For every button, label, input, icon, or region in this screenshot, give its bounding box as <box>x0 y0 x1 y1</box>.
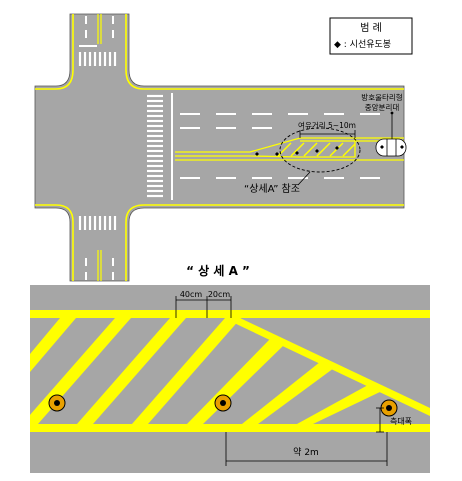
length-dimension <box>225 432 388 466</box>
detail-leader <box>297 171 311 186</box>
delineator-icon <box>255 152 259 156</box>
vertical-center-line <box>97 14 102 281</box>
median-label: 방호울타리형 <box>361 92 402 102</box>
crosswalk-east <box>147 94 163 198</box>
top-lane-line <box>30 310 430 318</box>
detail-delineators <box>48 394 398 417</box>
post-diameter-label: 측대폭 <box>390 417 412 426</box>
delineator-icon <box>315 149 319 153</box>
buffer-distance-label: 여유거리 5~10m <box>298 120 356 130</box>
length-label: 약 2m <box>293 446 319 458</box>
median-label-2: 중앙분리대 <box>365 102 400 112</box>
vertical-lane-dashes <box>85 16 114 280</box>
buffer-dimension <box>299 130 356 138</box>
legend: 범 례 ◆ : 시선유도봉 <box>329 17 413 55</box>
stripe-width-label: 40cm <box>180 290 203 299</box>
detail-a-callout <box>279 127 361 173</box>
taper-hatching <box>277 142 356 157</box>
taper-delineators <box>255 146 339 156</box>
intersection-plan <box>34 13 407 282</box>
guardrail-median <box>375 138 407 157</box>
crosswalk-south <box>78 216 117 230</box>
delineator-icon <box>295 151 299 155</box>
delineator-icon <box>275 152 279 156</box>
center-line-taper <box>175 137 404 161</box>
bottom-lane-line <box>30 424 430 432</box>
legend-item: ◆ : 시선유도봉 <box>334 39 391 50</box>
stripe-dimensions <box>175 296 232 318</box>
detail-a: 40cm 20cm 측대폭 약 2m <box>30 285 430 473</box>
horizontal-lane-dashes <box>180 113 380 179</box>
detail-title: “ 상 세 A ” <box>186 263 250 278</box>
crosswalk-north <box>78 52 117 66</box>
post-dimension <box>376 407 384 433</box>
legend-title: 범 례 <box>360 22 382 34</box>
legend-box <box>329 17 413 55</box>
stripe-gap-label: 20cm <box>208 290 231 299</box>
median-leader-dot <box>390 111 394 115</box>
edge-lines <box>35 14 404 281</box>
delineator-icon <box>335 146 339 150</box>
detail-ref-label: “상세A” 참조 <box>244 183 300 195</box>
